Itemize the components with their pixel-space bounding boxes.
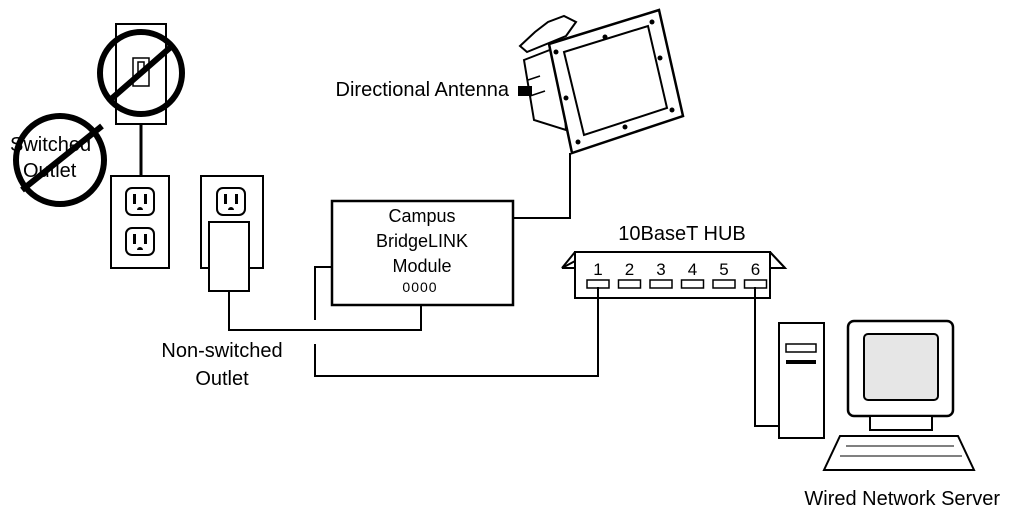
antenna-label: Directional Antenna [336,79,510,101]
antenna-cable [513,153,571,219]
monitor-screen [863,333,939,401]
monitor-stand [869,415,933,431]
hub: 10BaseT HUB 1 2 3 4 5 6 [561,223,788,299]
non-switched-label-line1: Non-switched [161,340,282,362]
hub-port1-cable [314,287,599,377]
module-label-line2: BridgeLINK [376,231,468,251]
antenna-panel-inner [562,24,669,137]
hub-port-label-5: 5 [719,260,728,279]
bridgelink-module: Campus BridgeLINK Module 0000 [330,199,515,307]
no-symbol-outlet-label [13,113,107,207]
no-symbol-switch [97,29,185,117]
module-leds: 0000 [402,279,437,295]
server-drive [785,343,817,353]
hub-ports: 1 2 3 4 5 6 [586,260,768,289]
hub-port-1 [586,279,610,289]
hub-port-5 [712,279,736,289]
hub-body [574,251,771,299]
hub-port-3 [649,279,673,289]
socket-upper-ns [216,187,246,216]
server-drive-slot [786,360,816,364]
no-symbol-switch-slash [108,43,174,103]
hub-port-4 [680,279,705,289]
hub-port-label-3: 3 [656,260,665,279]
antenna-connector [518,86,532,96]
hub-port6-cable [754,287,779,427]
cables [228,153,779,427]
power-cable [228,291,422,331]
hub-port-label-4: 4 [688,260,697,279]
non-switched-outlet-group [200,175,264,292]
wired-network-server: Wired Network Server [778,319,1000,509]
hub-label: 10BaseT HUB [618,223,745,245]
server-tower [778,322,825,439]
hub-port-label-1: 1 [593,260,602,279]
module-side-cable [314,266,332,320]
module-box [330,199,515,307]
module-label-line1: Campus [388,206,455,226]
socket-upper [125,187,155,216]
hub-port-label-6: 6 [751,260,760,279]
module-label-line3: Module [392,256,451,276]
switched-outlet-group: Switched Outlet [10,23,185,269]
hub-port-6 [743,279,768,289]
hub-port-label-2: 2 [625,260,634,279]
hub-port-2 [617,279,642,289]
socket-lower [125,227,155,256]
no-symbol-outlet-slash [20,123,104,193]
server-label: Wired Network Server [804,488,1000,509]
keyboard [822,435,976,471]
power-adapter [208,221,250,292]
directional-antenna: Directional Antenna [336,8,685,155]
non-switched-label-line2: Outlet [195,368,249,390]
